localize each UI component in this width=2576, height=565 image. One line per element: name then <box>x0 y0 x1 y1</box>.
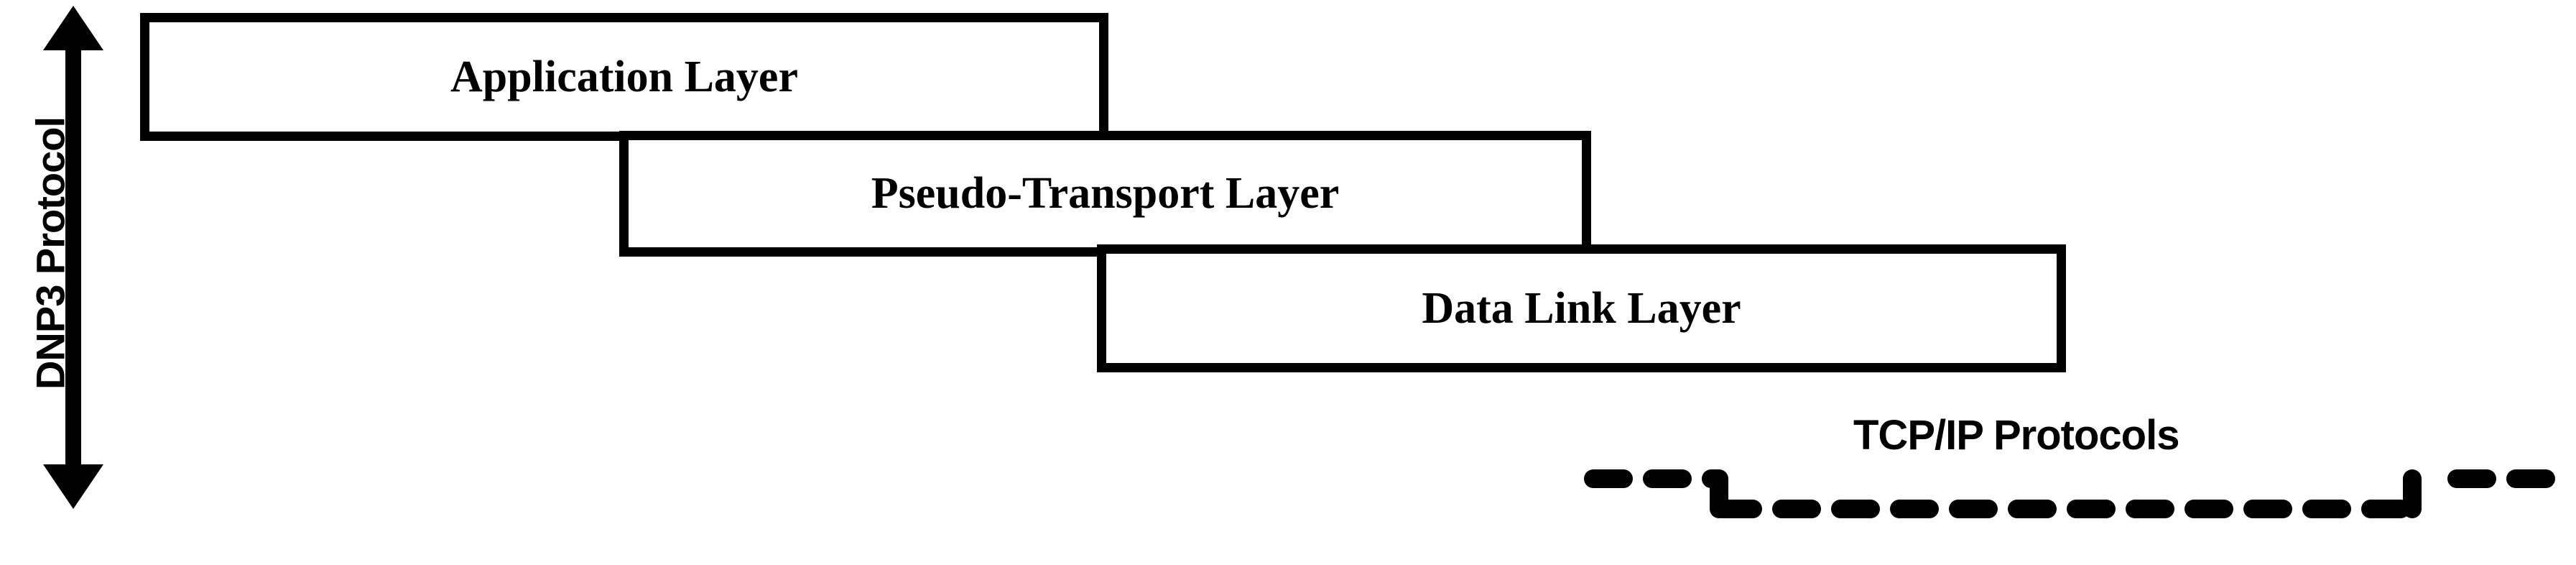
layer-box-data-link[interactable]: Data Link Layer <box>1097 244 2066 372</box>
layer-box-pseudo-transport[interactable]: Pseudo-Transport Layer <box>619 131 1591 257</box>
layer-label-data-link: Data Link Layer <box>1422 283 1741 333</box>
layer-box-application[interactable]: Application Layer <box>140 13 1108 141</box>
double-headed-vertical-arrow-icon <box>43 6 103 509</box>
layer-label-application: Application Layer <box>450 52 798 101</box>
annotation-label-tcpip-protocols: TCP/IP Protocols <box>1853 412 2179 459</box>
axis-label-dnp3-protocol: DNP3 Protocol <box>27 116 73 390</box>
layer-label-pseudo-transport: Pseudo-Transport Layer <box>871 169 1340 218</box>
tcpip-dashed-boundary-line <box>1566 446 2576 546</box>
